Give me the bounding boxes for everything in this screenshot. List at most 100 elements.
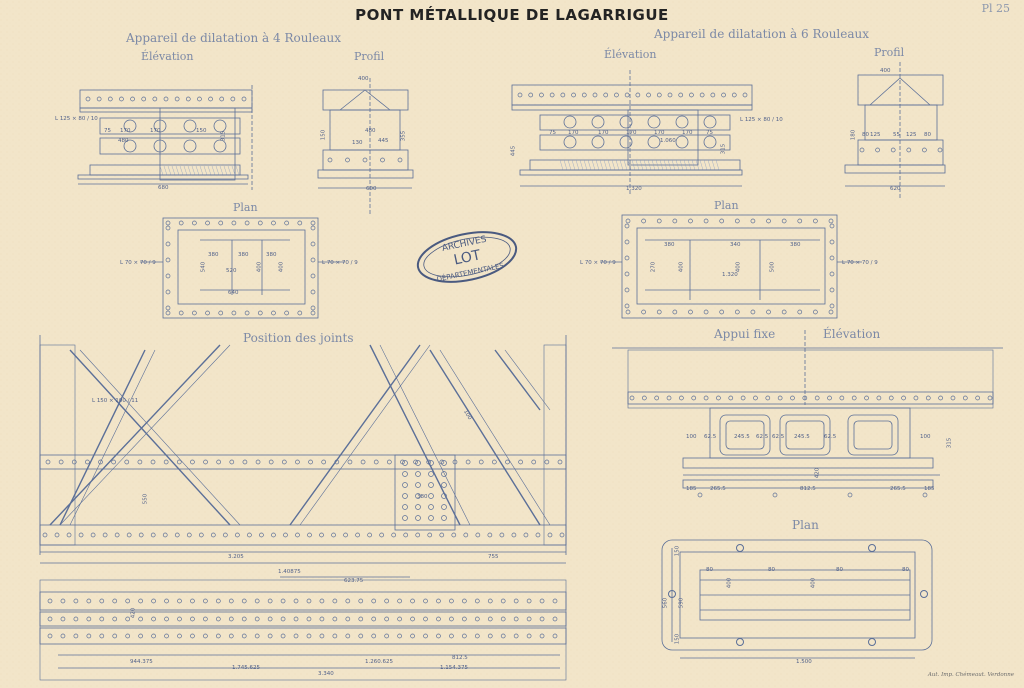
rivet xyxy=(487,598,493,604)
rivet xyxy=(293,616,299,622)
rivet xyxy=(130,96,135,102)
hatch-line xyxy=(611,159,616,171)
six-rollers-elevation-dimension-7: 170 xyxy=(682,130,693,136)
rivet xyxy=(257,310,263,316)
rivet xyxy=(415,482,421,488)
four-rollers-profile-dimension-3: 150 xyxy=(320,129,327,141)
hatch-line xyxy=(663,159,668,171)
fixed-support-plan-dimension-10: 150 xyxy=(674,633,681,645)
roller-frame-4r xyxy=(99,117,241,135)
rivet xyxy=(198,532,204,538)
roller-6r xyxy=(675,115,689,129)
rivet xyxy=(691,395,697,401)
four-rollers-plan-dimension-8: 400 xyxy=(256,261,263,273)
rivet xyxy=(539,92,544,98)
roller-6r xyxy=(703,115,717,129)
rivet xyxy=(813,309,818,315)
rivet xyxy=(241,598,247,604)
profile-sole-4r xyxy=(317,169,414,179)
hatch-line xyxy=(639,159,644,171)
six-rollers-profile-dimension-3: 125 xyxy=(870,132,881,138)
hatch-line xyxy=(711,159,716,171)
lattice-diagonal xyxy=(429,349,541,526)
rivet xyxy=(449,633,454,639)
rivet xyxy=(99,598,105,604)
six-rollers-profile-dimension-6: 80 xyxy=(924,132,931,138)
six-rollers-plan-dimension-3: 380 xyxy=(664,242,675,248)
hatch-line xyxy=(643,159,648,171)
rivet xyxy=(360,459,366,465)
four-rollers-profile-label: Profil xyxy=(354,50,385,63)
roller-4r xyxy=(183,139,197,153)
rivet xyxy=(163,96,169,102)
rivet xyxy=(241,96,247,102)
joints-dimension-11: 1.745.625 xyxy=(232,665,260,671)
bearing-cell-inner xyxy=(785,420,825,450)
fixed-support-elevation-dimension-10: 420 xyxy=(814,467,821,479)
roller-6r xyxy=(703,135,717,149)
rivet xyxy=(215,633,221,639)
rivet xyxy=(177,598,182,604)
rivet xyxy=(581,92,587,98)
rivet xyxy=(922,147,927,153)
rivet xyxy=(138,598,143,604)
rivet xyxy=(86,616,92,622)
rivet xyxy=(90,532,96,538)
rivet xyxy=(415,471,421,477)
six-rollers-elevation-dimension-11: 315 xyxy=(720,143,727,155)
rivet xyxy=(839,395,845,401)
four-rollers-elevation-dimension-8: 680 xyxy=(158,185,169,191)
rivet xyxy=(641,218,646,224)
joints-dimension-1: L 150 × 100 / 11 xyxy=(92,398,139,404)
rivet xyxy=(86,633,92,639)
rivet xyxy=(254,633,260,639)
bolt xyxy=(920,590,928,598)
rivet xyxy=(603,92,609,98)
hatch-line xyxy=(587,159,592,171)
rivet xyxy=(449,598,454,604)
bearing-plate-4r xyxy=(159,107,236,181)
rivet xyxy=(641,395,647,401)
rivet xyxy=(384,633,390,639)
rivet xyxy=(254,616,260,622)
rivet xyxy=(98,459,103,465)
rivet xyxy=(47,616,53,622)
rivet xyxy=(402,471,408,477)
rivet xyxy=(719,309,725,315)
four-rollers-profile-dimension-6: 355 xyxy=(400,130,407,142)
rivet xyxy=(797,218,803,224)
fixed-support-elevation-label: Élévation xyxy=(823,327,881,341)
hatch-line xyxy=(207,165,212,176)
rivet xyxy=(310,220,316,226)
hatch-line xyxy=(227,165,232,176)
hatch-line xyxy=(599,159,604,171)
lattice-diagonal xyxy=(299,344,431,526)
rivet xyxy=(813,218,818,224)
hatch-line xyxy=(687,159,692,171)
rivet xyxy=(876,395,882,401)
rivet xyxy=(397,633,402,639)
rivet xyxy=(697,492,703,498)
rivet xyxy=(231,310,237,316)
rivet xyxy=(86,598,92,604)
rivet xyxy=(271,310,276,316)
rivet xyxy=(402,504,408,510)
rivet xyxy=(141,96,147,102)
lattice-diagonal xyxy=(49,344,221,526)
four-rollers-plan-dimension-7: 520 xyxy=(226,268,237,274)
bolt xyxy=(736,544,744,552)
rivet xyxy=(492,459,497,465)
rivet xyxy=(165,305,171,311)
rivet xyxy=(734,309,740,315)
rivet xyxy=(218,310,224,316)
rivet xyxy=(310,225,316,231)
lattice-diagonal xyxy=(504,349,551,411)
rivet xyxy=(913,395,919,401)
rivet xyxy=(415,532,421,538)
rivet xyxy=(772,492,778,498)
roller-frame-6r xyxy=(539,114,731,131)
rivet xyxy=(255,459,261,465)
sole-plate-4r xyxy=(77,174,249,180)
rivet xyxy=(174,532,180,538)
